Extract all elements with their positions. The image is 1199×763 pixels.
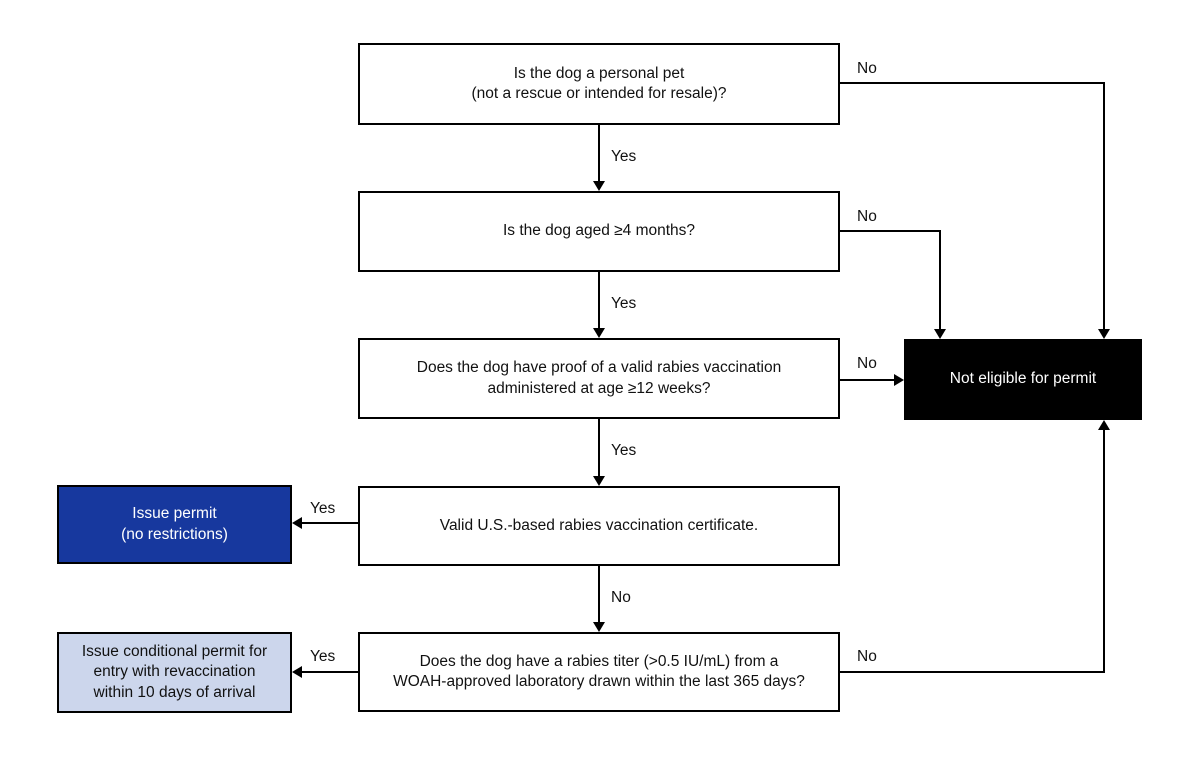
connector-q3-yes xyxy=(598,419,600,477)
edge-label-q3-yes: Yes xyxy=(611,442,637,459)
arrowhead-q1-no xyxy=(1098,329,1110,339)
node-rabies-titer-text: Does the dog have a rabies titer (>0.5 I… xyxy=(393,652,805,690)
edge-label-q5-yes: Yes xyxy=(310,648,336,665)
arrowhead-q2-yes xyxy=(593,328,605,338)
edge-label-q2-yes: Yes xyxy=(611,295,637,312)
arrowhead-q5-no xyxy=(1098,420,1110,430)
connector-q2-no-vertical xyxy=(939,230,941,329)
arrowhead-q3-yes xyxy=(593,476,605,486)
arrowhead-q5-yes xyxy=(292,666,302,678)
node-rabies-titer-question: Does the dog have a rabies titer (>0.5 I… xyxy=(358,632,840,712)
connector-q1-no-horizontal xyxy=(840,82,1105,84)
connector-q5-yes xyxy=(301,671,358,673)
node-age-text: Is the dog aged ≥4 months? xyxy=(502,222,696,240)
edge-label-q4-yes: Yes xyxy=(310,500,336,517)
edge-label-q5-no: No xyxy=(857,648,877,665)
connector-q5-no-vertical xyxy=(1103,429,1105,673)
node-not-eligible-outcome: Not eligible for permit xyxy=(904,339,1142,420)
connector-q2-yes xyxy=(598,272,600,329)
connector-q5-no-horizontal xyxy=(840,671,1105,673)
edge-label-q1-yes: Yes xyxy=(611,148,637,165)
arrowhead-q3-no xyxy=(894,374,904,386)
connector-q4-no xyxy=(598,566,600,623)
connector-q1-no-vertical xyxy=(1103,82,1105,329)
arrowhead-q4-no xyxy=(593,622,605,632)
edge-label-q3-no: No xyxy=(857,355,877,372)
node-issue-permit-outcome: Issue permit (no restrictions) xyxy=(57,485,292,564)
node-us-certificate-question: Valid U.S.-based rabies vaccination cert… xyxy=(358,486,840,566)
connector-q3-no xyxy=(840,379,895,381)
node-conditional-permit-text: Issue conditional permit for entry with … xyxy=(81,642,268,701)
edge-label-q4-no: No xyxy=(611,589,631,606)
connector-q2-no-horizontal xyxy=(840,230,941,232)
node-conditional-permit-outcome: Issue conditional permit for entry with … xyxy=(57,632,292,713)
node-personal-pet-question: Is the dog a personal pet (not a rescue … xyxy=(358,43,840,125)
node-vaccination-proof-question: Does the dog have proof of a valid rabie… xyxy=(358,338,840,419)
node-personal-pet-text: Is the dog a personal pet (not a rescue … xyxy=(471,64,727,102)
arrowhead-q2-no xyxy=(934,329,946,339)
edge-label-q1-no: No xyxy=(857,60,877,77)
node-vaccination-proof-text: Does the dog have proof of a valid rabie… xyxy=(416,359,782,397)
arrowhead-q1-yes xyxy=(593,181,605,191)
arrowhead-q4-yes xyxy=(292,517,302,529)
node-us-certificate-text: Valid U.S.-based rabies vaccination cert… xyxy=(439,516,759,534)
connector-q1-yes xyxy=(598,125,600,182)
edge-label-q2-no: No xyxy=(857,208,877,225)
node-not-eligible-text: Not eligible for permit xyxy=(949,370,1097,388)
node-age-question: Is the dog aged ≥4 months? xyxy=(358,191,840,272)
connector-q4-yes xyxy=(301,522,358,524)
node-issue-permit-text: Issue permit (no restrictions) xyxy=(121,505,228,543)
